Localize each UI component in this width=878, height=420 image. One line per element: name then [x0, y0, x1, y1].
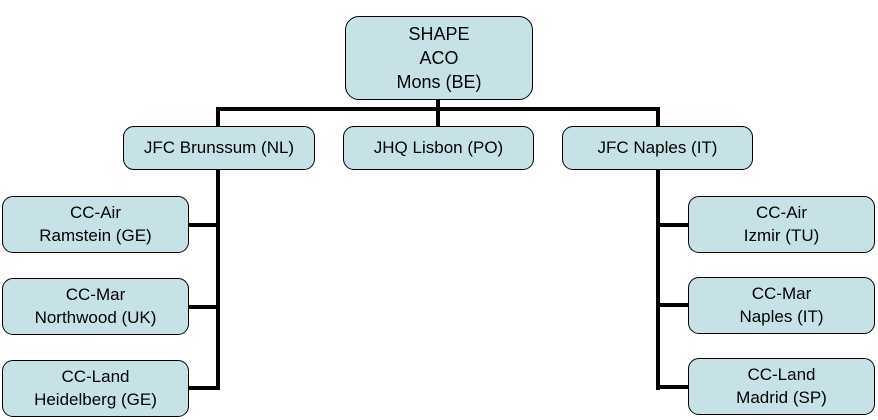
connector-stub-ramstein: [188, 223, 220, 227]
node-label-line: JFC Naples (IT): [597, 137, 718, 157]
org-node-cc-land-heidelberg: CC-Land Heidelberg (GE): [2, 360, 189, 417]
node-label-line: Madrid (SP): [736, 387, 827, 407]
connector-brunssum-drop: [216, 107, 220, 127]
connector-naples-drop: [656, 107, 660, 127]
org-node-cc-mar-northwood: CC-Mar Northwood (UK): [2, 278, 189, 335]
node-label-line: CC-Air: [756, 202, 807, 222]
node-label-line: CC-Mar: [751, 283, 812, 303]
connector-level2-horizontal: [216, 107, 660, 111]
node-label-line: CC-Land: [747, 364, 816, 384]
node-label-line: Ramstein (GE): [39, 225, 152, 245]
node-label-line: Heidelberg (GE): [34, 389, 157, 409]
connector-stub-heidelberg: [188, 386, 220, 390]
org-node-shape-aco-mons: SHAPE ACO Mons (BE): [345, 16, 533, 100]
node-label-line: Mons (BE): [396, 72, 482, 93]
connector-naples-trunk: [656, 169, 660, 390]
node-label-line: SHAPE: [408, 23, 470, 44]
org-node-cc-air-izmir: CC-Air Izmir (TU): [688, 196, 875, 253]
node-label-line: CC-Land: [61, 366, 130, 386]
node-label-line: JFC Brunssum (NL): [143, 137, 295, 157]
node-label-line: CC-Air: [70, 202, 121, 222]
connector-shape-drop: [436, 100, 440, 127]
node-label-line: ACO: [419, 47, 459, 68]
org-node-jfc-naples: JFC Naples (IT): [562, 126, 753, 170]
connector-stub-madrid: [656, 385, 690, 389]
org-node-cc-mar-naples: CC-Mar Naples (IT): [688, 277, 875, 334]
node-label-line: JHQ Lisbon (PO): [373, 137, 504, 157]
org-node-jfc-brunssum: JFC Brunssum (NL): [123, 126, 315, 170]
node-label-line: CC-Mar: [65, 284, 126, 304]
node-label-line: Naples (IT): [739, 306, 824, 326]
connector-stub-northwood: [188, 305, 220, 309]
connector-stub-ccmar-naples: [656, 303, 690, 307]
connector-brunssum-trunk: [216, 169, 220, 390]
node-label-line: Izmir (TU): [743, 225, 820, 245]
org-node-jhq-lisbon: JHQ Lisbon (PO): [343, 126, 534, 170]
connector-stub-izmir: [656, 223, 690, 227]
org-node-cc-air-ramstein: CC-Air Ramstein (GE): [2, 196, 189, 253]
org-node-cc-land-madrid: CC-Land Madrid (SP): [688, 358, 875, 415]
node-label-line: Northwood (UK): [34, 307, 157, 327]
